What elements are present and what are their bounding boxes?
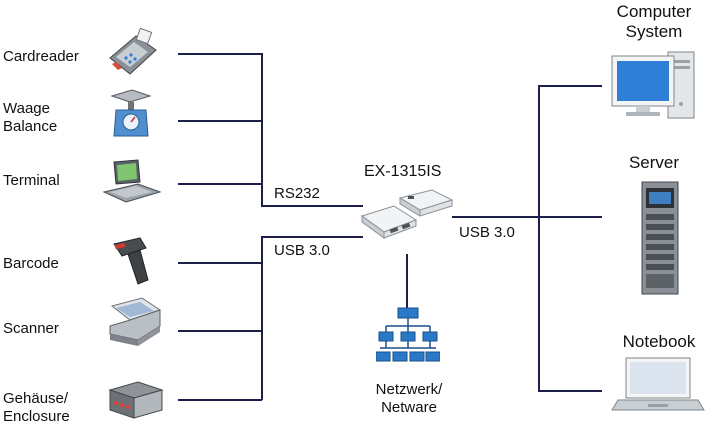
label-notebook: Notebook xyxy=(622,332,696,351)
enclosure-icon xyxy=(108,381,164,419)
label-barcode: Barcode xyxy=(3,255,59,272)
label-computer-system: Computer System xyxy=(600,2,708,42)
line-terminal xyxy=(178,183,262,185)
bus-right-vertical xyxy=(538,85,540,392)
label-waage-line1: Waage xyxy=(3,100,50,117)
line-scanner xyxy=(178,330,262,332)
label-computer-line1: Computer xyxy=(616,2,692,21)
label-cardreader: Cardreader xyxy=(3,48,79,65)
label-terminal: Terminal xyxy=(3,172,60,189)
bus-usb-horizontal xyxy=(261,236,363,238)
label-computer-line2: System xyxy=(625,22,683,41)
label-network: Netzwerk/ Netware xyxy=(368,381,450,417)
label-enclosure: Gehäuse/ Enclosure xyxy=(3,390,70,426)
line-usb-right xyxy=(452,216,602,218)
cardreader-icon xyxy=(109,28,157,75)
label-enclosure-line1: Gehäuse/ xyxy=(3,390,69,407)
label-waage: Waage Balance xyxy=(3,100,57,136)
computer-icon xyxy=(611,51,695,119)
line-notebook xyxy=(538,390,602,392)
label-network-line1: Netzwerk/ xyxy=(375,381,443,398)
barcode-scanner-icon xyxy=(113,237,149,285)
bus-rs232-vertical xyxy=(261,53,263,207)
line-network xyxy=(406,254,408,312)
scale-icon xyxy=(110,89,152,137)
server-icon xyxy=(641,181,679,295)
label-rs232: RS232 xyxy=(274,185,320,202)
flatbed-scanner-icon xyxy=(109,297,162,346)
label-device-name: EX-1315IS xyxy=(364,163,442,180)
terminal-icon xyxy=(102,159,162,203)
line-barcode xyxy=(178,262,262,264)
line-cardreader xyxy=(178,53,262,55)
line-enclosure xyxy=(178,399,262,401)
notebook-icon xyxy=(611,357,705,411)
bus-usb-vertical xyxy=(261,236,263,400)
label-server: Server xyxy=(628,153,680,172)
ex-1315is-hub-icon xyxy=(360,189,454,239)
line-computer xyxy=(538,85,602,87)
bus-rs232-horizontal xyxy=(261,205,363,207)
label-waage-line2: Balance xyxy=(3,118,58,135)
label-usb-left: USB 3.0 xyxy=(274,242,330,259)
network-icon xyxy=(376,307,440,362)
label-enclosure-line2: Enclosure xyxy=(3,408,70,425)
label-network-line2: Netware xyxy=(381,399,437,416)
label-usb-right: USB 3.0 xyxy=(459,224,515,241)
line-waage xyxy=(178,120,262,122)
label-scanner: Scanner xyxy=(3,320,59,337)
